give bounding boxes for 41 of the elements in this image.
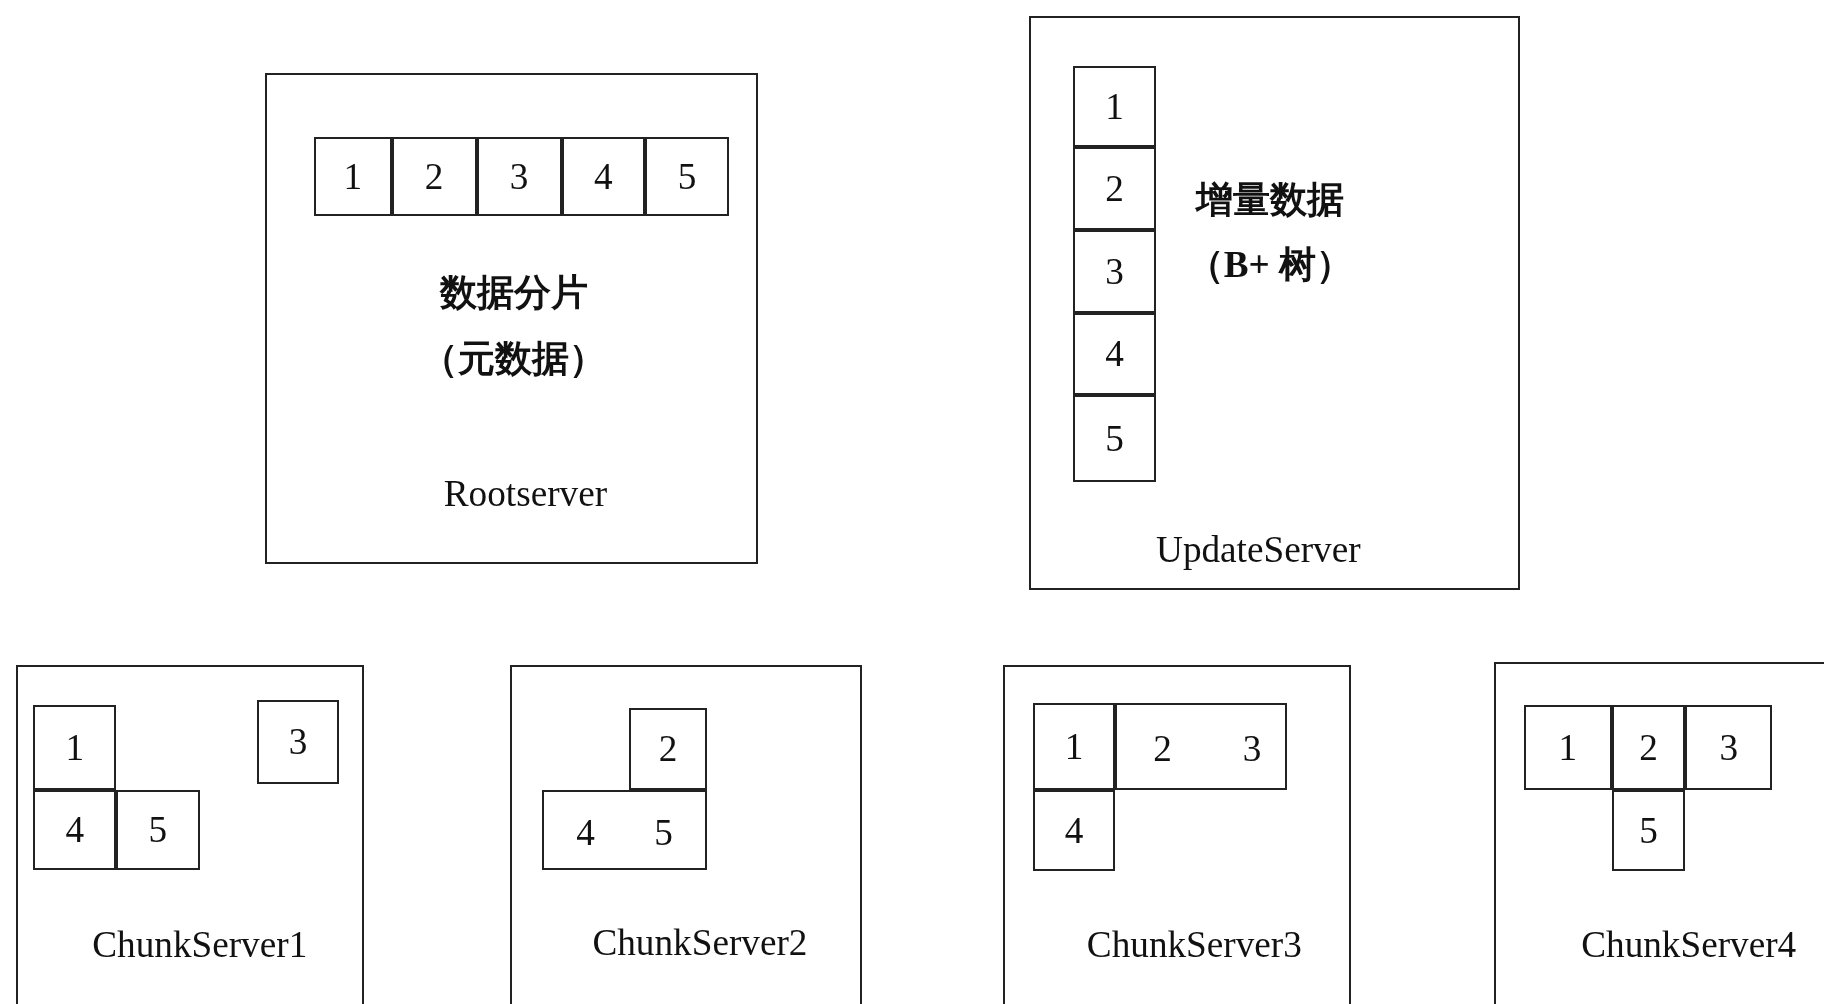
shard-box: 4 (1032, 789, 1116, 871)
server-label: Rootserver (443, 471, 608, 515)
shard-box: 5 (645, 136, 729, 216)
shard-box: 3 (1685, 704, 1773, 790)
shard-box: 3 (1073, 230, 1156, 313)
shard-box (541, 789, 707, 870)
shard-box: 2 (1073, 147, 1156, 230)
shard-box: 1 (1073, 65, 1156, 148)
shard-box: 5 (1073, 395, 1156, 483)
shard-box: 4 (561, 136, 646, 216)
shard-box: 3 (256, 699, 340, 784)
server-box (509, 665, 862, 1004)
shard-box: 2 (1611, 704, 1686, 790)
shard-box: 2 (391, 136, 477, 216)
shard-box (1115, 703, 1288, 790)
shard-box: 1 (1523, 704, 1612, 790)
shard-box: 2 (629, 708, 707, 790)
server-box (1002, 665, 1351, 1004)
server-label: ChunkServer1 (92, 922, 308, 966)
shard-box: 1 (1032, 703, 1116, 790)
shard-number: 2 (1153, 726, 1172, 770)
shard-box: 5 (1611, 789, 1686, 871)
description-text: 数据分片（元数据） (420, 271, 608, 381)
server-box (1029, 16, 1521, 590)
server-label: ChunkServer4 (1581, 922, 1797, 966)
shard-box: 1 (33, 704, 116, 790)
shard-box: 5 (116, 789, 200, 870)
shard-box: 3 (476, 136, 562, 216)
shard-number: 3 (1242, 726, 1262, 770)
shard-number: 5 (654, 810, 673, 854)
server-label: ChunkServer3 (1086, 922, 1302, 966)
server-label: ChunkServer2 (592, 920, 808, 964)
description-text: 增量数据（B+ 树） (1185, 178, 1355, 288)
server-box (265, 73, 759, 565)
server-box (16, 665, 365, 1004)
shard-number: 4 (576, 810, 595, 854)
server-label: UpdateServer (1156, 527, 1361, 571)
server-box (1493, 661, 1824, 1004)
shard-box: 1 (313, 136, 392, 216)
shard-box: 4 (1073, 312, 1156, 396)
shard-box: 4 (33, 789, 116, 870)
